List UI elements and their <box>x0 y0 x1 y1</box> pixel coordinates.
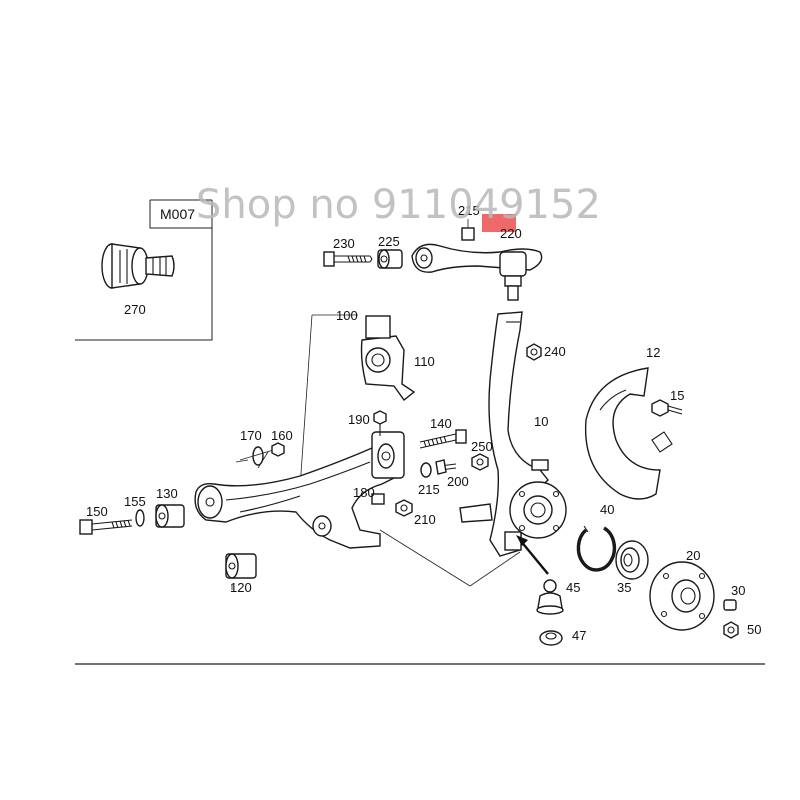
arrow-45-icon <box>516 535 549 575</box>
part-10: 10 <box>534 414 548 429</box>
bolt-190-icon <box>373 410 387 436</box>
nut-180-icon <box>371 493 385 505</box>
washer-170-icon <box>235 446 281 466</box>
nut-50-icon <box>723 621 739 639</box>
part-30: 30 <box>731 583 745 598</box>
wheel-hub-20-icon <box>649 561 715 631</box>
part-35: 35 <box>617 580 631 595</box>
part-270: 270 <box>124 302 146 317</box>
part-120: 120 <box>230 580 252 595</box>
part-47: 47 <box>572 628 586 643</box>
part-210: 210 <box>414 512 436 527</box>
part-250: 250 <box>471 439 493 454</box>
part-20: 20 <box>686 548 700 563</box>
inset-m007: M007 270 <box>75 199 213 341</box>
part-220: 220 <box>500 226 522 241</box>
part-15: 15 <box>670 388 684 403</box>
part-155: 155 <box>124 494 146 509</box>
part-12: 12 <box>646 345 660 360</box>
part-200: 200 <box>447 474 469 489</box>
part-240: 240 <box>544 344 566 359</box>
screw-15-icon <box>651 399 683 417</box>
washer-215-icon <box>420 459 457 478</box>
boot-47-icon <box>539 630 563 646</box>
part-190: 190 <box>348 412 370 427</box>
nut-250-icon <box>471 453 489 471</box>
washer-155-icon <box>135 509 145 527</box>
part-140: 140 <box>430 416 452 431</box>
splash-shield-12-icon <box>584 367 673 500</box>
lower-control-arm <box>194 443 399 549</box>
part-215: 215 <box>418 482 440 497</box>
cv-joint-icon <box>101 243 175 289</box>
bolt-230-icon <box>323 251 373 267</box>
part-230: 230 <box>333 236 355 251</box>
part-100: 100 <box>336 308 358 323</box>
nut-210-icon <box>395 499 413 517</box>
part-170: 170 <box>240 428 262 443</box>
part-160: 160 <box>271 428 293 443</box>
part-150: 150 <box>86 504 108 519</box>
part-235: 215 <box>458 203 480 218</box>
part-110: 110 <box>414 354 435 369</box>
bearing-35-icon <box>615 540 649 580</box>
screw-30-icon <box>723 599 737 611</box>
ball-joint-45-icon <box>536 579 564 615</box>
watermark: Shop no 911049152 <box>196 182 601 228</box>
snap-ring-40-icon <box>576 525 617 572</box>
nut-240-icon <box>526 343 542 361</box>
nut-235-icon <box>461 219 475 241</box>
part-180: 180 <box>353 485 375 500</box>
bushing-110-icon <box>360 315 416 402</box>
bolt-150-icon <box>79 519 133 535</box>
part-40: 40 <box>600 502 614 517</box>
bushing-120-icon <box>225 553 257 590</box>
bushing-225-icon <box>377 249 403 269</box>
part-130: 130 <box>156 486 178 501</box>
upper-control-arm <box>323 219 543 301</box>
nut-160-icon <box>271 442 285 457</box>
bushing-block-icon <box>371 431 405 479</box>
part-225: 225 <box>378 234 400 249</box>
inset-label: M007 <box>160 206 195 222</box>
bolt-140-icon <box>419 429 467 449</box>
part-45: 45 <box>566 580 580 595</box>
highlight-mark <box>482 214 516 232</box>
hub-flange <box>509 481 567 539</box>
part-50: 50 <box>747 622 761 637</box>
bushing-130-icon <box>155 504 185 528</box>
